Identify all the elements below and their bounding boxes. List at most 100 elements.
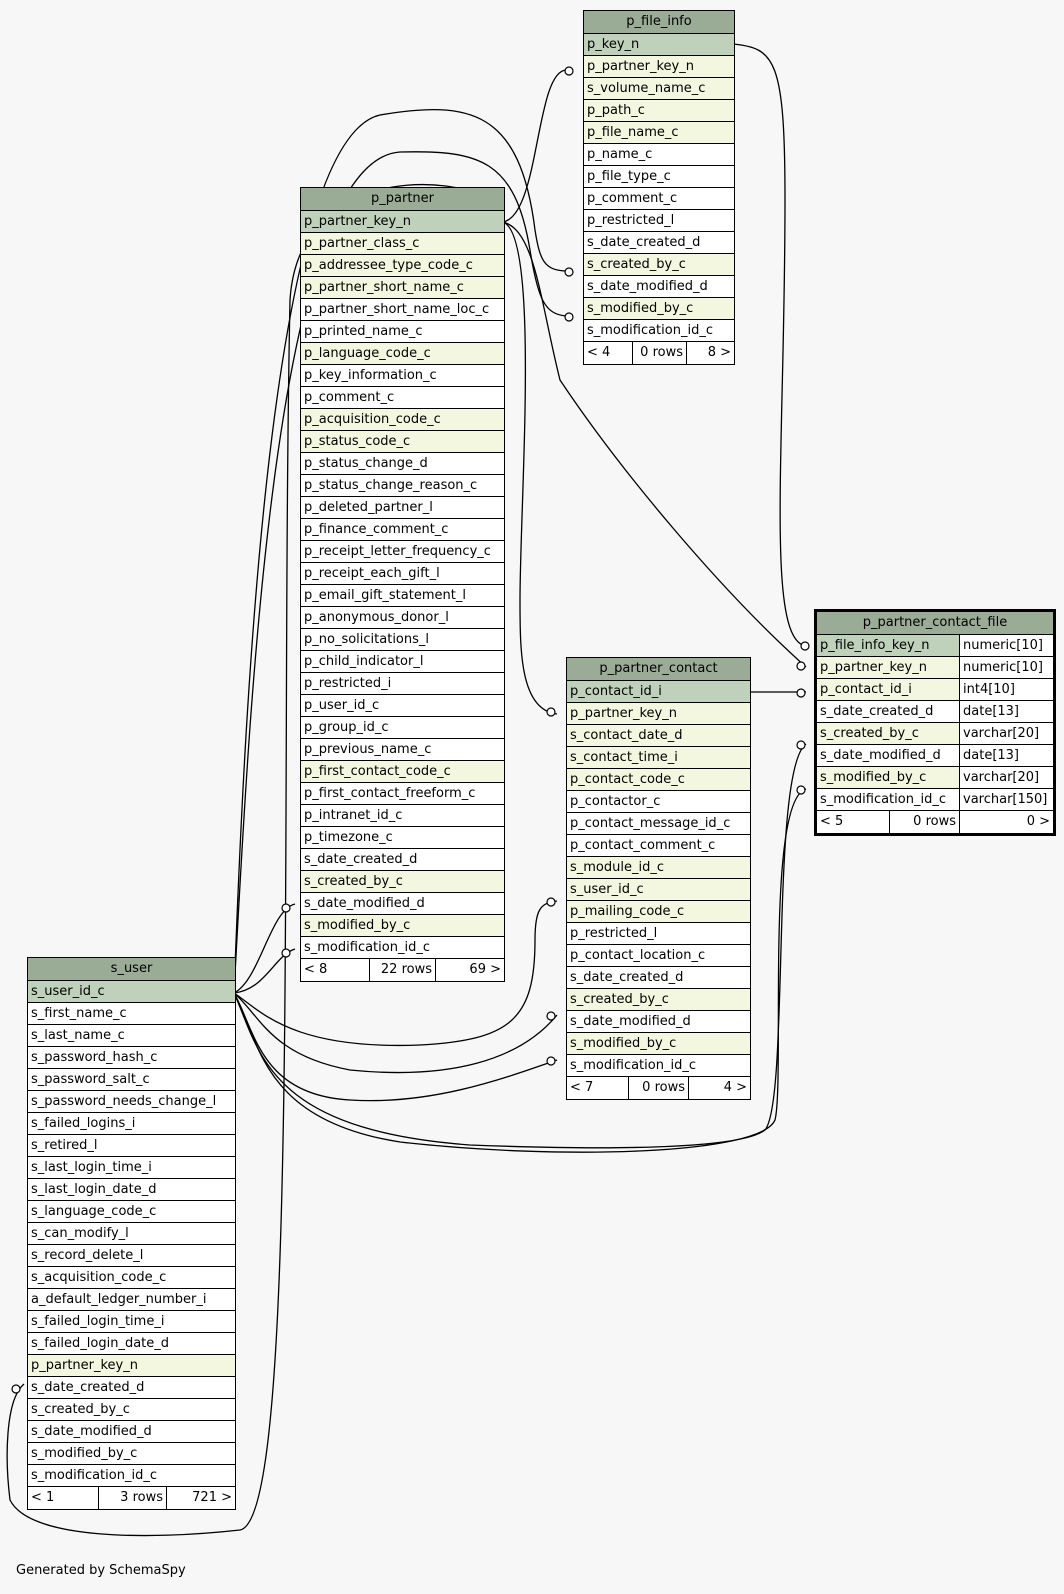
table-row[interactable]: s_date_created_d [28,1377,235,1399]
table-row[interactable]: s_modified_by_c [567,1033,750,1055]
table-row[interactable]: s_modification_id_c [301,937,504,959]
table-row[interactable]: s_can_modify_l [28,1223,235,1245]
footer-parents[interactable]: < 8 [304,962,328,977]
table-row[interactable]: s_modification_id_c [28,1465,235,1487]
table-row[interactable]: s_modification_id_c [584,320,734,342]
footer-children[interactable]: 8 > [686,342,734,364]
table-row[interactable]: p_status_code_c [301,431,504,453]
table-row[interactable]: p_partner_key_n [584,56,734,78]
table-header[interactable]: p_partner [301,188,504,211]
table-row[interactable]: s_modified_by_c [584,298,734,320]
table-row[interactable]: s_user_id_c [28,981,235,1003]
table-row[interactable]: s_last_name_c [28,1025,235,1047]
table-row[interactable]: s_user_id_c [567,879,750,901]
footer-parents[interactable]: < 5 [820,814,844,829]
table-row[interactable]: s_retired_l [28,1135,235,1157]
table-row[interactable]: p_language_code_c [301,343,504,365]
table-row[interactable]: s_last_login_time_i [28,1157,235,1179]
table-row[interactable]: p_path_c [584,100,734,122]
table-row[interactable]: p_partner_key_n [567,703,750,725]
table-row[interactable]: s_volume_name_c [584,78,734,100]
table-row[interactable]: p_contact_message_id_c [567,813,750,835]
table-row[interactable]: s_date_created_d [301,849,504,871]
table-row[interactable]: s_record_delete_l [28,1245,235,1267]
table-row[interactable]: p_intranet_id_c [301,805,504,827]
table-row[interactable]: s_failed_login_date_d [28,1333,235,1355]
table-row[interactable]: p_restricted_l [567,923,750,945]
table-row[interactable]: s_password_hash_c [28,1047,235,1069]
table-header[interactable]: p_partner_contact_file [817,612,1053,635]
table-row[interactable]: p_email_gift_statement_l [301,585,504,607]
footer-children[interactable]: 69 > [435,959,504,981]
table-row[interactable]: p_anonymous_donor_l [301,607,504,629]
table-row[interactable]: p_contact_code_c [567,769,750,791]
table-row[interactable]: p_status_change_reason_c [301,475,504,497]
table-row[interactable]: s_language_code_c [28,1201,235,1223]
table-row[interactable]: p_no_solicitations_l [301,629,504,651]
table-row[interactable]: p_contact_comment_c [567,835,750,857]
table-row[interactable]: p_partner_key_n [28,1355,235,1377]
table-row[interactable]: s_date_created_d [567,967,750,989]
table-header[interactable]: p_file_info [584,11,734,34]
table-header[interactable]: p_partner_contact [567,658,750,681]
footer-parents[interactable]: < 1 [31,1490,55,1505]
table-row[interactable]: p_group_id_c [301,717,504,739]
table-row[interactable]: p_comment_c [301,387,504,409]
table-row[interactable]: s_failed_login_time_i [28,1311,235,1333]
footer-parents[interactable]: < 7 [570,1080,594,1095]
table-row[interactable]: p_receipt_each_gift_l [301,563,504,585]
table-row[interactable]: p_contact_id_i [567,681,750,703]
table-row[interactable]: p_child_indicator_l [301,651,504,673]
table-row[interactable]: p_partner_short_name_loc_c [301,299,504,321]
table-row[interactable]: p_partner_short_name_c [301,277,504,299]
table-row[interactable]: p_comment_c [584,188,734,210]
footer-children[interactable]: 721 > [166,1487,235,1509]
table-row[interactable]: p_partner_key_n [301,211,504,233]
table-header[interactable]: s_user [28,958,235,981]
table-row[interactable]: p_restricted_i [301,673,504,695]
table-row[interactable]: p_receipt_letter_frequency_c [301,541,504,563]
table-row[interactable]: p_previous_name_c [301,739,504,761]
table-row[interactable]: p_partner_class_c [301,233,504,255]
table-row[interactable]: s_contact_date_d [567,725,750,747]
table-row[interactable]: p_finance_comment_c [301,519,504,541]
table-row[interactable]: p_file_type_c [584,166,734,188]
table-row[interactable]: p_printed_name_c [301,321,504,343]
table-row[interactable]: s_date_modified_d [28,1421,235,1443]
table-row[interactable]: p_key_information_c [301,365,504,387]
table-row[interactable]: p_addressee_type_code_c [301,255,504,277]
table-row[interactable]: p_name_c [584,144,734,166]
table-row[interactable]: p_restricted_l [584,210,734,232]
table-row[interactable]: s_last_login_date_d [28,1179,235,1201]
table-row[interactable]: s_first_name_c [28,1003,235,1025]
table-row[interactable]: s_created_by_c [301,871,504,893]
table-row[interactable]: s_date_modified_d [567,1011,750,1033]
table-row[interactable]: p_mailing_code_c [567,901,750,923]
table-row[interactable]: s_date_modified_d [301,893,504,915]
table-row[interactable]: s_password_needs_change_l [28,1091,235,1113]
table-row[interactable]: p_user_id_c [301,695,504,717]
table-row[interactable]: s_created_by_c [584,254,734,276]
table-row[interactable]: p_key_n [584,34,734,56]
table-row[interactable]: s_date_modified_d [584,276,734,298]
table-row[interactable]: p_first_contact_code_c [301,761,504,783]
table-row[interactable]: p_status_change_d [301,453,504,475]
table-row[interactable]: s_modified_by_c [301,915,504,937]
table-row[interactable]: p_acquisition_code_c [301,409,504,431]
table-row[interactable]: s_modified_by_c [28,1443,235,1465]
table-row[interactable]: p_deleted_partner_l [301,497,504,519]
table-row[interactable]: s_created_by_c [567,989,750,1011]
table-row[interactable]: s_contact_time_i [567,747,750,769]
footer-children[interactable]: 4 > [688,1077,750,1099]
footer-children[interactable]: 0 > [959,811,1053,833]
table-row[interactable]: p_contactor_c [567,791,750,813]
table-row[interactable]: s_module_id_c [567,857,750,879]
table-row[interactable]: s_created_by_c [28,1399,235,1421]
